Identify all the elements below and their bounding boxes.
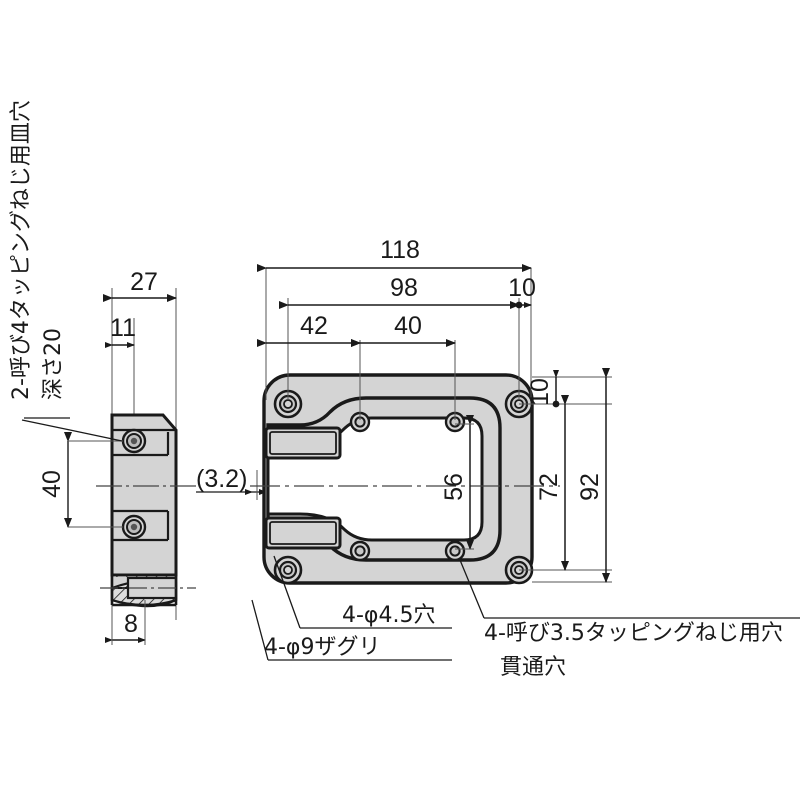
right-dimensions: 10 72 92 56 xyxy=(440,368,612,583)
top-dimensions: 118 98 10 42 40 xyxy=(257,236,536,420)
label-phi4_5: 4-φ4.5穴 xyxy=(342,603,435,628)
dim-118-text: 118 xyxy=(380,236,420,264)
side-view xyxy=(96,288,200,620)
label-phi9: 4-φ9ザグリ xyxy=(264,635,380,660)
dim-10right-text: 10 xyxy=(526,378,554,406)
dim-92-text: 92 xyxy=(576,473,604,501)
bottom-callouts: 4-φ4.5穴 4-φ9ザグリ 4-呼び3.5タッピングねじ用穴 貫通穴 xyxy=(251,555,800,680)
leader-phi4_5 xyxy=(273,555,301,629)
dim-27-text: 27 xyxy=(130,268,158,296)
dim-8-text: 8 xyxy=(124,610,138,638)
counterbore-hole-top-left xyxy=(273,389,303,419)
dim-40side-text: 40 xyxy=(38,470,66,498)
leader-phi9 xyxy=(251,599,269,661)
main-view xyxy=(250,373,560,585)
countersink-note: 2-呼び4タッピングねじ用皿穴 深さ20 xyxy=(9,100,123,442)
side-screw-hole-lower xyxy=(121,514,147,540)
recess-slot-lower xyxy=(264,516,342,550)
dim-56-text: 56 xyxy=(440,473,468,501)
dim-3_2-text: (3.2) xyxy=(196,465,247,493)
leader-tapping xyxy=(459,559,485,619)
dim-98-text: 98 xyxy=(390,274,418,302)
gap-dimension: (3.2) xyxy=(196,465,267,500)
counterbore-hole-bottom-left xyxy=(273,555,303,585)
side-section-detail xyxy=(110,573,178,608)
side-dimensions: 27 11 40 8 xyxy=(38,268,177,645)
dim-72-text: 72 xyxy=(535,473,563,501)
dim-10top-text: 10 xyxy=(508,274,536,302)
countersink-leader xyxy=(21,419,123,442)
label-tapping-line2: 貫通穴 xyxy=(500,655,566,680)
label-tapping-line1: 4-呼び3.5タッピングねじ用穴 xyxy=(484,621,783,646)
side-screw-hole-upper xyxy=(121,428,147,454)
tapping-hole-bottom-right xyxy=(444,540,466,562)
dim-11-text: 11 xyxy=(110,314,136,342)
countersink-note-line2: 深さ20 xyxy=(41,328,66,400)
dim-40-text: 40 xyxy=(394,312,422,340)
tapping-hole-bottom-left xyxy=(349,540,371,562)
recess-slot-upper xyxy=(264,426,342,460)
countersink-note-line1: 2-呼び4タッピングねじ用皿穴 xyxy=(9,100,34,400)
dim-42-text: 42 xyxy=(300,312,328,340)
